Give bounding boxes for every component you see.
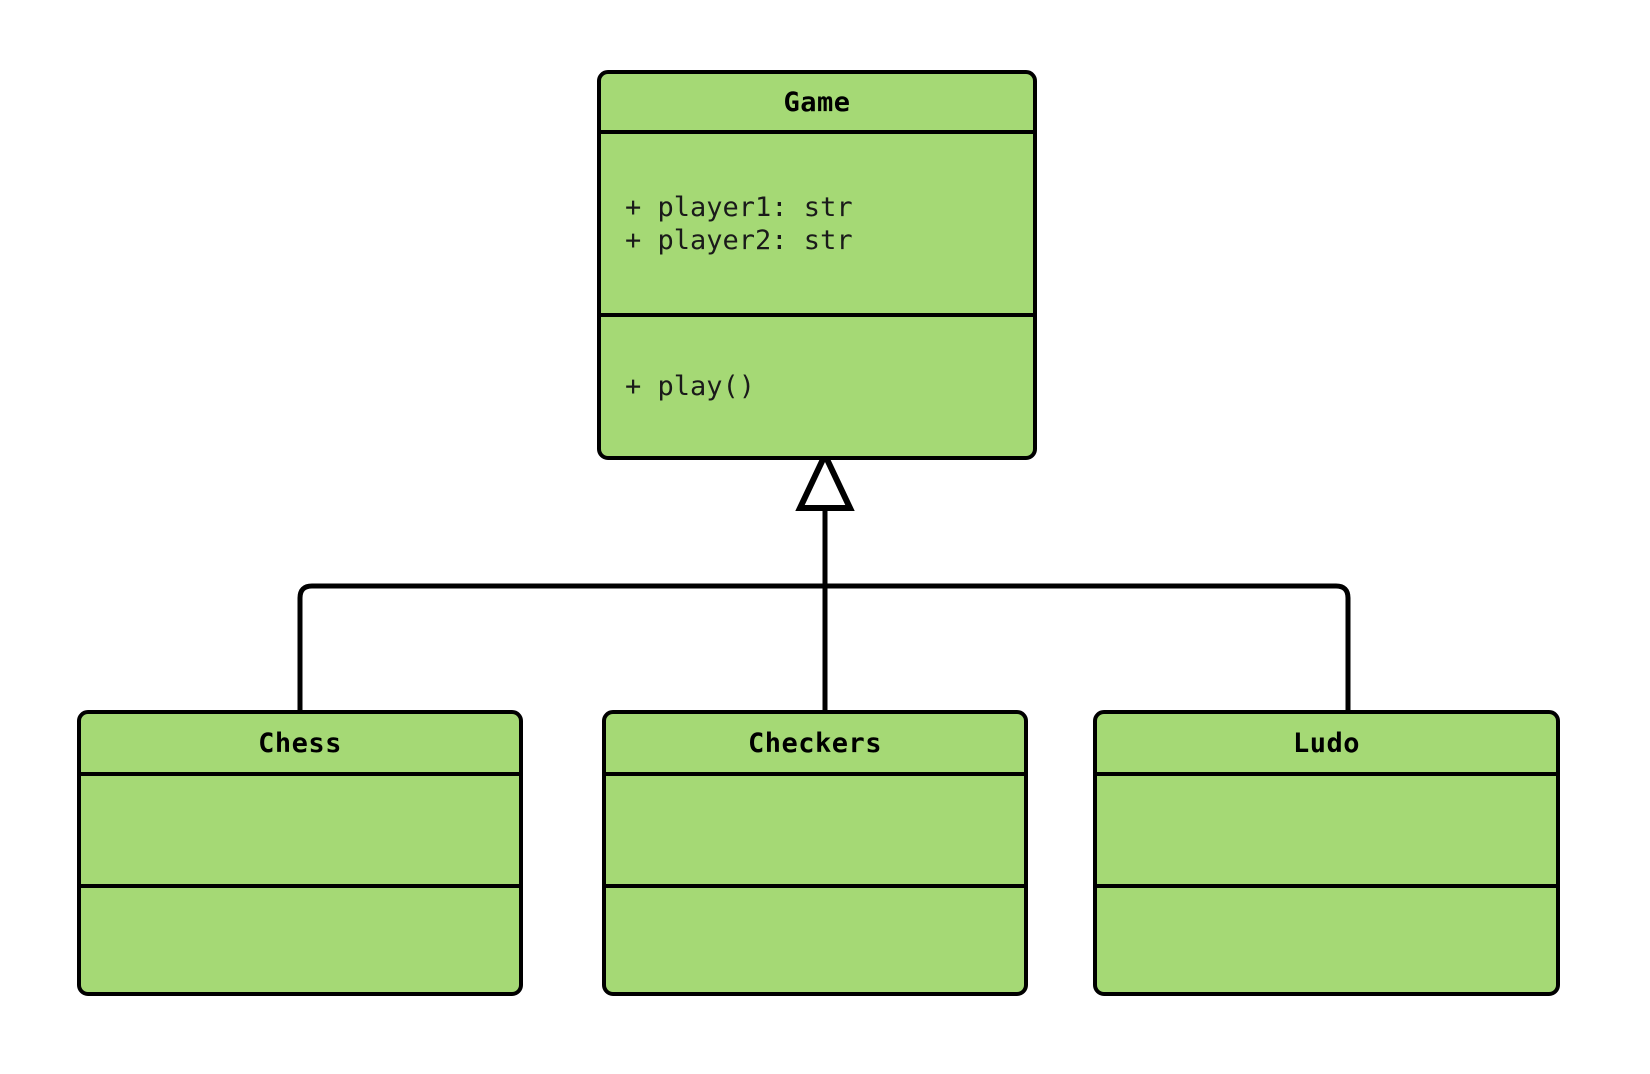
methods-compartment-ludo [1097,888,1556,992]
methods-compartment-chess [81,888,519,992]
class-name-chess: Chess [81,714,519,776]
class-box-ludo[interactable]: Ludo [1093,710,1560,996]
class-box-game[interactable]: Game + player1: str + player2: str + pla… [597,70,1037,460]
attributes-compartment-ludo [1097,776,1556,888]
methods-compartment-game: + play() [601,317,1033,456]
methods-compartment-checkers [606,888,1024,992]
class-box-checkers[interactable]: Checkers [602,710,1028,996]
generalization-arrowhead-icon [795,447,855,511]
attributes-compartment-game: + player1: str + player2: str [601,134,1033,317]
attribute-row: + player2: str [625,224,853,256]
attributes-compartment-checkers [606,776,1024,888]
class-name-checkers: Checkers [606,714,1024,776]
class-box-chess[interactable]: Chess [77,710,523,996]
method-row: + play() [625,371,756,402]
attributes-compartment-chess [81,776,519,888]
class-name-game: Game [601,74,1033,134]
class-name-ludo: Ludo [1097,714,1556,776]
attribute-row: + player1: str [625,191,853,223]
